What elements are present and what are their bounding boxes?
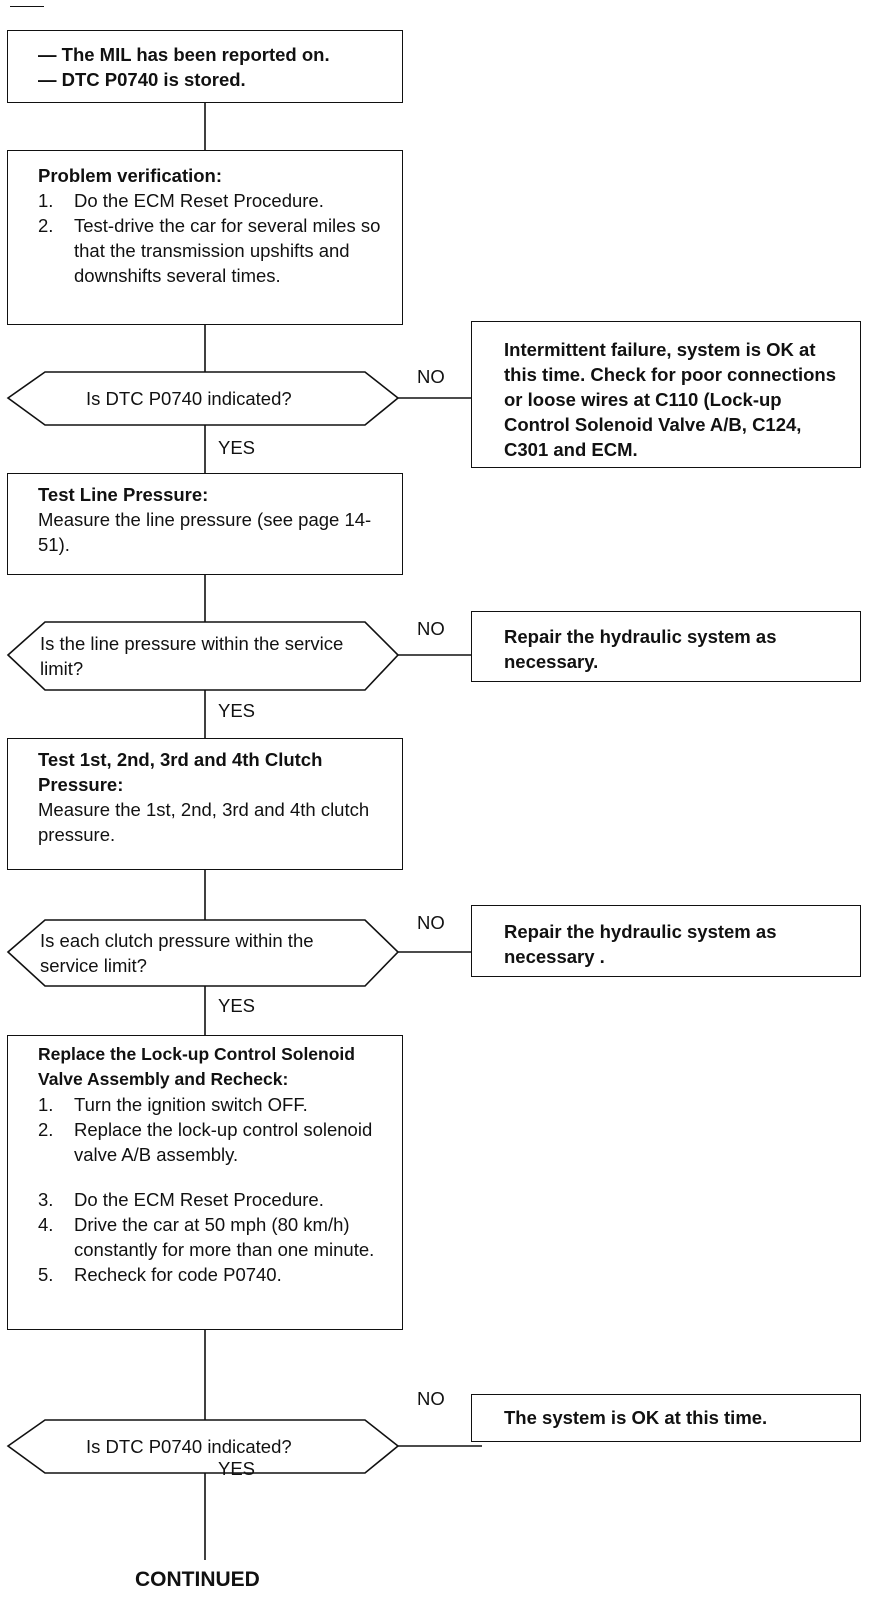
decision3-yes-label: YES — [218, 995, 256, 1016]
decision4-no-box: The system is OK at this time. — [471, 1394, 861, 1442]
decision3-question: Is each clutch pressure within the servi… — [40, 930, 314, 976]
decision2-no-box: Repair the hydraulic system as necessary… — [471, 611, 861, 682]
step4-item: 5.Recheck for code P0740. — [38, 1264, 282, 1285]
continued-label: CONTINUED — [135, 1568, 260, 1591]
decision1-yes-label: YES — [218, 437, 256, 458]
decision1-no-box: Intermittent failure, system is OK at th… — [471, 321, 861, 468]
decision1-shape — [6, 371, 400, 426]
decision1-no-label: NO — [417, 366, 445, 387]
step2-title: Test Line Pressure: — [38, 484, 209, 505]
decision2-yes-label: YES — [218, 700, 256, 721]
step4-box: Replace the Lock-up Control Solenoid Val… — [7, 1035, 403, 1330]
step1-item: 1.Do the ECM Reset Procedure. — [38, 190, 324, 211]
step1-box: Problem verification: 1.Do the ECM Reset… — [7, 150, 403, 325]
step2-box: Test Line Pressure: Measure the line pre… — [7, 473, 403, 575]
step4-item: 2.Replace the lock-up control solenoid v… — [38, 1119, 373, 1165]
decision3-no-label: NO — [417, 912, 445, 933]
step1-item: 2.Test-drive the car for several miles s… — [38, 215, 381, 286]
decision3-shape — [6, 919, 400, 987]
decision4-question: Is DTC P0740 indicated? — [86, 1436, 292, 1457]
step4-item: 4.Drive the car at 50 mph (80 km/h) cons… — [38, 1214, 375, 1260]
start-line-1: — The MIL has been reported on. — [38, 44, 330, 65]
step3-box: Test 1st, 2nd, 3rd and 4th Clutch Pressu… — [7, 738, 403, 870]
decision2-shape — [6, 621, 400, 691]
step4-item: 1.Turn the ignition switch OFF. — [38, 1094, 308, 1115]
step1-title: Problem verification: — [38, 165, 223, 186]
step3-title: Test 1st, 2nd, 3rd and 4th Clutch Pressu… — [38, 749, 323, 795]
decision4-yes-label: YES — [218, 1458, 256, 1479]
decision1-question: Is DTC P0740 indicated? — [86, 388, 292, 409]
decision4-shape — [6, 1419, 400, 1474]
step3-text: Measure the 1st, 2nd, 3rd and 4th clutch… — [38, 799, 370, 845]
decision2-no-label: NO — [417, 618, 445, 639]
step2-text: Measure the line pressure (see page 14-5… — [38, 509, 372, 555]
start-box: — The MIL has been reported on. — DTC P0… — [7, 30, 403, 103]
start-line-2: — DTC P0740 is stored. — [38, 69, 246, 90]
step4-item: 3.Do the ECM Reset Procedure. — [38, 1189, 324, 1210]
decision3-no-box: Repair the hydraulic system as necessary… — [471, 905, 861, 977]
step4-title: Replace the Lock-up Control Solenoid Val… — [38, 1044, 355, 1089]
decision4-no-label: NO — [417, 1388, 445, 1409]
top-rule — [10, 6, 44, 7]
decision2-question: Is the line pressure within the service … — [40, 633, 344, 679]
